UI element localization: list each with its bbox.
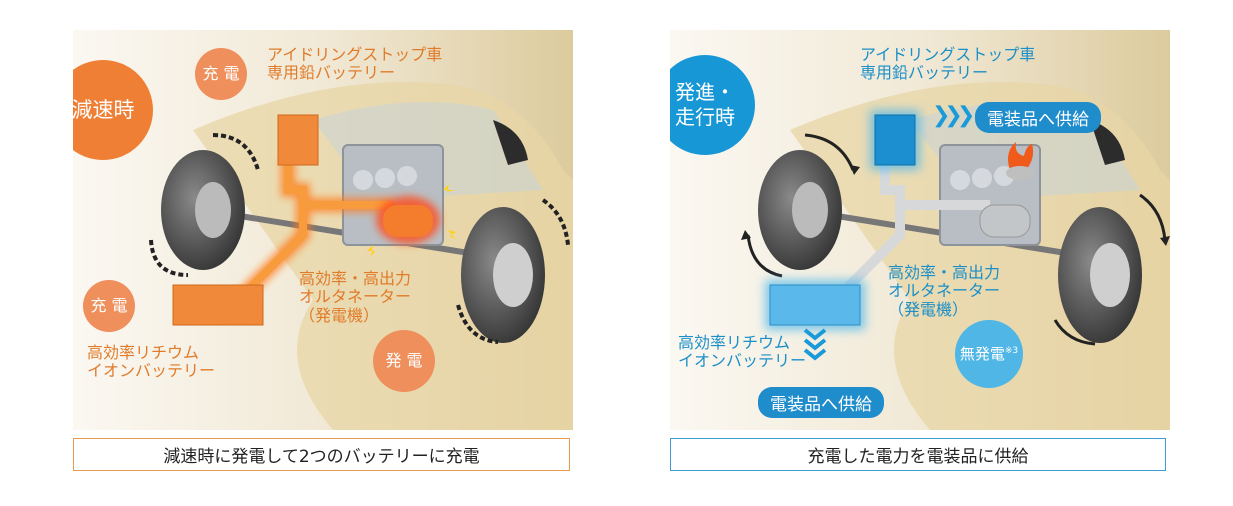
acceleration-mode-line2: 走行時: [675, 105, 735, 129]
generate-badge: 発 電: [373, 330, 435, 392]
alternator-label-right-line1: 高効率・高出力: [888, 263, 1001, 282]
alternator-label-right-line3: （発電機）: [888, 299, 969, 319]
alternator-label: 高効率・高出力 オルタネーター （発電機）: [299, 269, 412, 325]
alternator-label-right: 高効率・高出力 オルタネーター （発電機）: [888, 263, 1001, 319]
alternator-label-line2: オルタネーター: [299, 287, 412, 307]
no-generate-label: 無発電: [959, 344, 1005, 363]
lead-battery-label-right: アイドリングストップ車 専用鉛バッテリー: [860, 45, 1036, 83]
lead-battery-label-line2: 専用鉛バッテリー: [267, 63, 396, 83]
charge-badge-top: 充 電: [195, 48, 247, 100]
lead-battery-label: アイドリングストップ車 専用鉛バッテリー: [267, 45, 443, 83]
lithium-battery-label-right: 高効率リチウム イオンバッテリー: [678, 333, 807, 371]
acceleration-panel: 発進・ 走行時 アイドリングストップ車 専用鉛バッテリー ❯❯❯ 電装品へ供給 …: [670, 30, 1170, 430]
lithium-battery-label-line1: 高効率リチウム: [87, 343, 200, 362]
supply-badge-bottom: 電装品へ供給: [758, 387, 884, 418]
lithium-battery-label-right-line2: イオンバッテリー: [678, 351, 807, 371]
alternator-label-line1: 高効率・高出力: [299, 269, 412, 288]
alternator-label-right-line2: オルタネーター: [888, 281, 1001, 301]
acceleration-mode-line1: 発進・: [675, 80, 735, 104]
lithium-battery-label-line2: イオンバッテリー: [87, 361, 216, 381]
chevron-right-icon: ❯❯❯: [932, 103, 975, 128]
acceleration-mode-badge: 発進・ 走行時: [670, 55, 755, 155]
no-generate-badge: 無発電※3: [955, 320, 1023, 388]
deceleration-panel: 減速時 充 電 アイドリングストップ車 専用鉛バッテリー 充 電 高効率リチウム…: [73, 30, 573, 430]
deceleration-scene: [73, 30, 573, 430]
alternator-label-line3: （発電機）: [299, 305, 380, 325]
lithium-battery-label-right-line1: 高効率リチウム: [678, 333, 791, 352]
lithium-battery-label: 高効率リチウム イオンバッテリー: [87, 343, 216, 381]
charge-badge-bottom: 充 電: [83, 280, 135, 332]
no-generate-note: ※3: [1004, 345, 1019, 356]
lead-battery-label-right-line2: 専用鉛バッテリー: [860, 63, 989, 83]
lead-battery-label-line1: アイドリングストップ車: [267, 45, 443, 64]
deceleration-caption: 減速時に発電して2つのバッテリーに充電: [73, 438, 570, 471]
acceleration-caption: 充電した電力を電装品に供給: [670, 438, 1166, 471]
deceleration-mode-badge: 減速時: [73, 60, 153, 160]
supply-badge-top: 電装品へ供給: [975, 102, 1101, 133]
lead-battery-label-right-line1: アイドリングストップ車: [860, 45, 1036, 64]
